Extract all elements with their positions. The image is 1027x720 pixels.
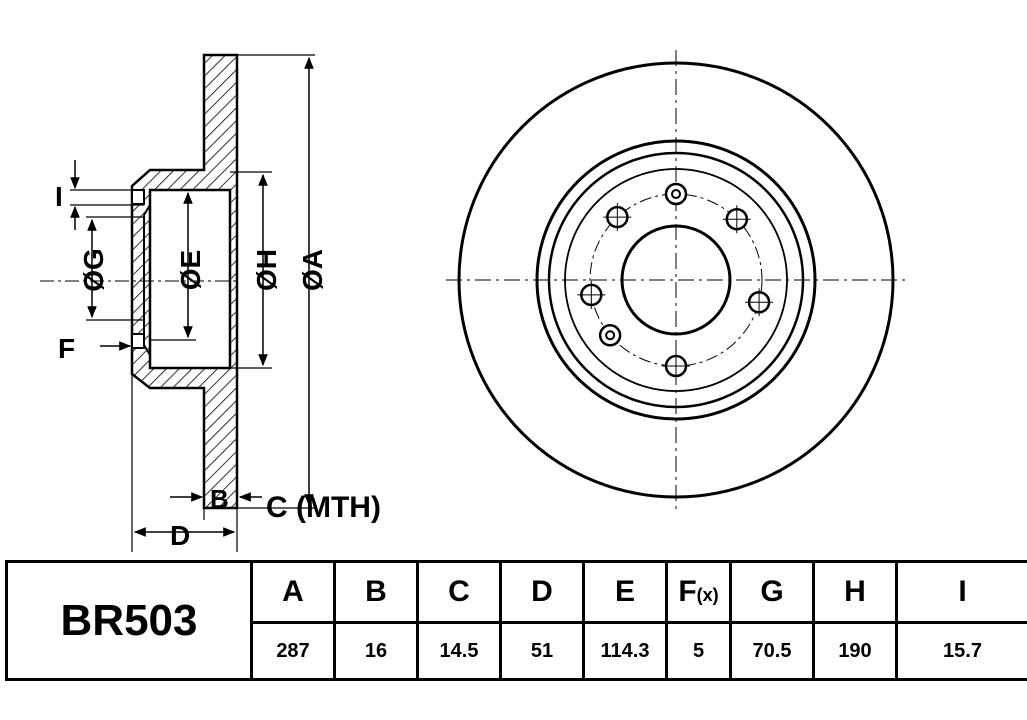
hat-inner bbox=[547, 151, 805, 409]
value-e: 114.3 bbox=[582, 621, 668, 681]
bolt-hole bbox=[598, 324, 622, 347]
model-number: BR503 bbox=[5, 560, 253, 681]
header-f: F(x) bbox=[665, 560, 732, 624]
hat-outer bbox=[535, 139, 817, 421]
label-a: ØA bbox=[297, 249, 328, 291]
value-f: 5 bbox=[665, 621, 732, 681]
value-g: 70.5 bbox=[729, 621, 815, 681]
spec-table: BR503 A B C D E F(x) G H I 287 16 14.5 5… bbox=[5, 560, 1027, 681]
header-b: B bbox=[333, 560, 419, 624]
side-section-view bbox=[40, 53, 315, 552]
header-c: C bbox=[416, 560, 502, 624]
label-h: ØH bbox=[251, 249, 282, 291]
header-d: D bbox=[499, 560, 585, 624]
label-d: D bbox=[170, 520, 190, 551]
bolt-hole-ring bbox=[605, 330, 616, 341]
value-d: 51 bbox=[499, 621, 585, 681]
bolt-holes bbox=[577, 182, 774, 380]
bolt-hole bbox=[664, 182, 688, 206]
header-f-letter: F bbox=[678, 575, 697, 608]
label-e: ØE bbox=[175, 250, 206, 290]
value-c: 14.5 bbox=[416, 621, 502, 681]
front-view bbox=[446, 50, 910, 510]
header-h: H bbox=[812, 560, 898, 624]
label-f: F bbox=[58, 333, 75, 364]
value-i: 15.7 bbox=[895, 621, 1027, 681]
label-g: ØG bbox=[78, 248, 109, 292]
brake-disc-drawing: I ØG ØE ØH ØA F B C (MTH) D bbox=[40, 50, 910, 552]
bolt-circle bbox=[589, 193, 763, 367]
value-h: 190 bbox=[812, 621, 898, 681]
disc-outer-edge bbox=[457, 61, 895, 499]
header-a: A bbox=[250, 560, 336, 624]
header-i: I bbox=[895, 560, 1027, 624]
header-g: G bbox=[729, 560, 815, 624]
header-e: E bbox=[582, 560, 668, 624]
value-a: 287 bbox=[250, 621, 336, 681]
label-b: B bbox=[210, 484, 229, 514]
bolt-hole-ring bbox=[671, 189, 681, 199]
value-b: 16 bbox=[333, 621, 419, 681]
label-i: I bbox=[55, 181, 63, 212]
hub-face bbox=[564, 168, 788, 392]
label-c: C (MTH) bbox=[266, 491, 381, 524]
header-f-sub: (x) bbox=[696, 585, 719, 605]
center-bore bbox=[620, 224, 732, 336]
